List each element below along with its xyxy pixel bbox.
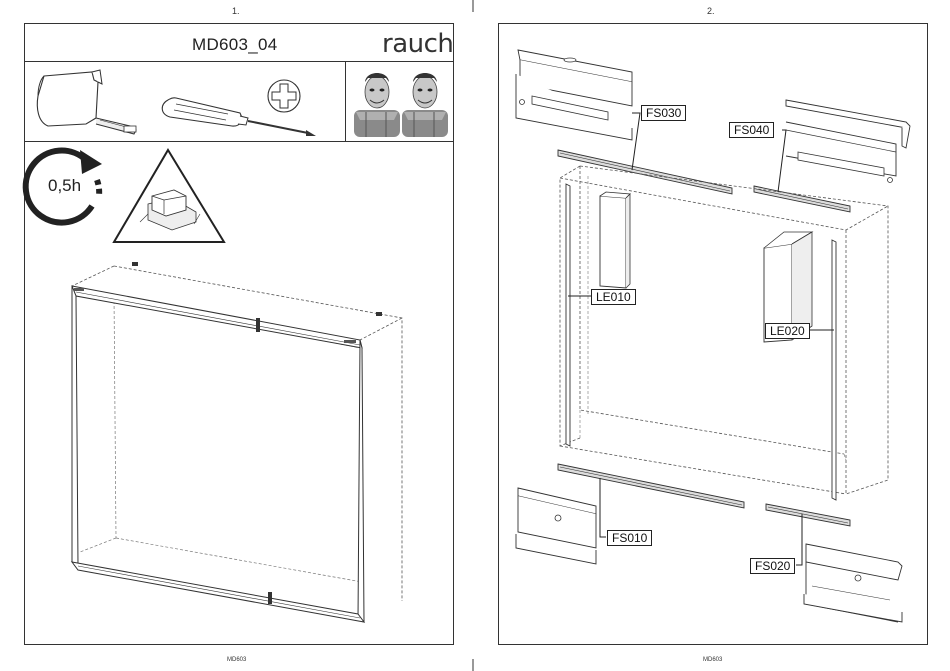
label-fs030: FS030: [641, 105, 686, 121]
label-le010: LE010: [591, 289, 636, 305]
label-fs010: FS010: [607, 530, 652, 546]
label-fs040: FS040: [729, 122, 774, 138]
label-fs020: FS020: [750, 558, 795, 574]
label-le020: LE020: [765, 323, 810, 339]
